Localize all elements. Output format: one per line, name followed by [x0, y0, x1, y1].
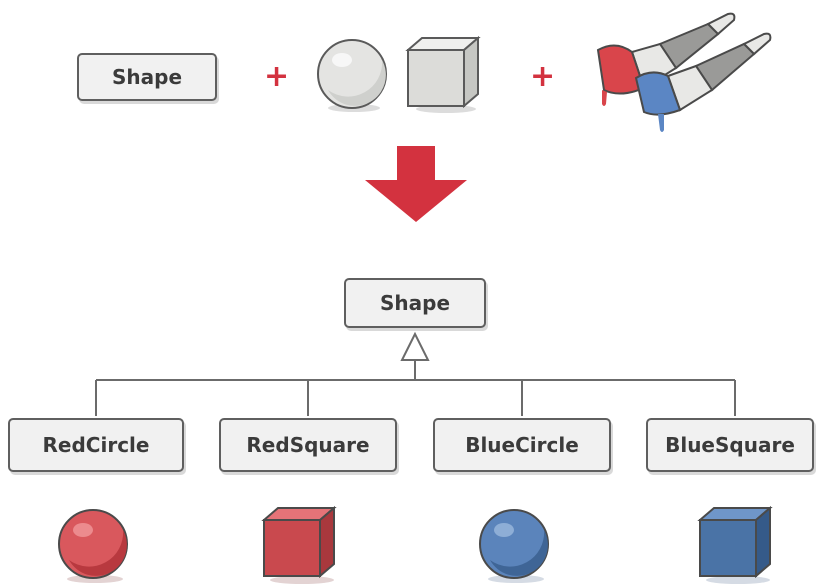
inheritance-triangle-icon — [400, 331, 430, 361]
gray-cube-icon — [405, 35, 481, 113]
gray-sphere-icon — [317, 39, 387, 112]
child-label: RedSquare — [246, 433, 370, 457]
parent-shape-label: Shape — [379, 291, 451, 315]
red-cube-icon — [261, 505, 337, 584]
child-label: BlueCircle — [465, 433, 579, 457]
child-box-redsquare: RedSquare — [219, 418, 397, 472]
down-arrow-icon — [365, 146, 467, 222]
child-box-redcircle: RedCircle — [8, 418, 184, 472]
parent-shape-box: Shape — [344, 278, 486, 328]
child-label: RedCircle — [42, 433, 150, 457]
plus-sign-1: + — [264, 59, 290, 94]
child-label: BlueSquare — [665, 433, 795, 457]
paint-brushes-icon — [596, 12, 772, 132]
blue-sphere-icon — [479, 509, 549, 583]
top-shape-label: Shape — [111, 65, 183, 89]
child-box-bluesquare: BlueSquare — [646, 418, 814, 472]
plus-sign-2: + — [530, 59, 556, 94]
top-shape-box: Shape — [77, 53, 217, 101]
blue-cube-icon — [697, 505, 773, 584]
red-sphere-icon — [58, 509, 128, 583]
child-box-bluecircle: BlueCircle — [433, 418, 611, 472]
